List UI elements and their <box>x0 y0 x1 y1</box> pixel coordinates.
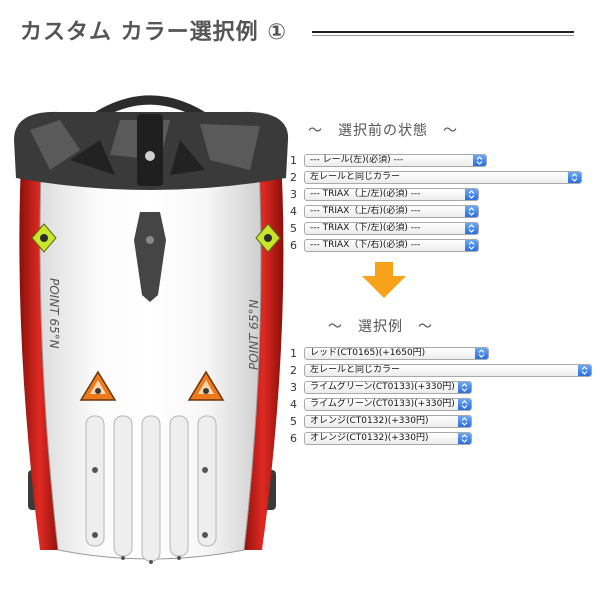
example-select-4[interactable]: ライムグリーン(CT0133)(+330円) <box>304 397 472 411</box>
before-row-1: 1 --- レール(左)(必須) --- <box>290 153 487 167</box>
select-arrow-icon <box>458 381 471 393</box>
before-select-3[interactable]: --- TRIAX（上/左)(必須) --- <box>304 187 479 201</box>
lid-strap <box>137 114 163 186</box>
row-number: 4 <box>290 204 297 218</box>
select-value: 左レールと同じカラー <box>310 364 401 375</box>
select-arrow-icon <box>578 364 591 376</box>
select-value: ライムグリーン(CT0133)(+330円) <box>310 398 455 409</box>
select-arrow-icon <box>475 347 488 359</box>
select-arrow-icon <box>568 171 581 183</box>
brand-left: POINT 65°N <box>47 278 61 349</box>
before-select-6[interactable]: --- TRIAX（下/右)(必須) --- <box>304 238 479 252</box>
select-value: --- TRIAX（下/左)(必須) --- <box>310 222 421 233</box>
row-number: 1 <box>290 346 297 360</box>
row-number: 1 <box>290 153 297 167</box>
example-row-6: 6 オレンジ(CT0132)(+330円) <box>290 431 472 445</box>
select-arrow-icon <box>458 398 471 410</box>
example-select-1[interactable]: レッド(CT0165)(+1650円) <box>304 346 489 360</box>
example-row-3: 3 ライムグリーン(CT0133)(+330円) <box>290 380 472 394</box>
before-row-2: 2 左レールと同じカラー <box>290 170 582 184</box>
logo-plate <box>134 212 166 302</box>
example-row-1: 1 レッド(CT0165)(+1650円) <box>290 346 489 360</box>
row-number: 4 <box>290 397 297 411</box>
select-value: オレンジ(CT0132)(+330円) <box>310 415 429 426</box>
before-heading: ～ 選択前の状態 ～ <box>308 123 458 139</box>
example-select-6[interactable]: オレンジ(CT0132)(+330円) <box>304 431 472 445</box>
select-value: オレンジ(CT0132)(+330円) <box>310 432 429 443</box>
triax-bottom-right <box>187 370 225 401</box>
select-arrow-icon <box>458 432 471 444</box>
select-value: 左レールと同じカラー <box>310 171 401 182</box>
backpack-illustration: POINT 65°N POINT 65°N <box>14 95 289 564</box>
before-row-5: 5 --- TRIAX（下/左)(必須) --- <box>290 221 479 235</box>
arrow-down-icon <box>362 262 406 298</box>
select-value: --- TRIAX（下/右)(必須) --- <box>310 239 421 250</box>
row-number: 2 <box>290 363 297 377</box>
select-value: ライムグリーン(CT0133)(+330円) <box>310 381 455 392</box>
triax-top-right <box>255 223 281 253</box>
row-number: 2 <box>290 170 297 184</box>
shell-ribs <box>85 415 217 562</box>
example-select-2[interactable]: 左レールと同じカラー <box>304 363 592 377</box>
page-title: カスタム カラー選択例 ① <box>20 20 287 45</box>
example-heading: ～ 選択例 ～ <box>328 319 433 335</box>
example-select-5[interactable]: オレンジ(CT0132)(+330円) <box>304 414 472 428</box>
row-number: 6 <box>290 431 297 445</box>
row-number: 3 <box>290 187 297 201</box>
row-number: 5 <box>290 414 297 428</box>
select-arrow-icon <box>465 239 478 251</box>
select-arrow-icon <box>473 154 486 166</box>
select-value: レッド(CT0165)(+1650円) <box>310 347 426 358</box>
before-select-1[interactable]: --- レール(左)(必須) --- <box>304 153 487 167</box>
select-arrow-icon <box>458 415 471 427</box>
row-number: 3 <box>290 380 297 394</box>
row-number: 6 <box>290 238 297 252</box>
triax-top-left <box>31 223 57 253</box>
select-arrow-icon <box>465 205 478 217</box>
before-row-6: 6 --- TRIAX（下/右)(必須) --- <box>290 238 479 252</box>
select-arrow-icon <box>465 188 478 200</box>
title-divider <box>312 31 574 36</box>
example-select-3[interactable]: ライムグリーン(CT0133)(+330円) <box>304 380 472 394</box>
triax-bottom-left <box>79 370 117 401</box>
before-select-2[interactable]: 左レールと同じカラー <box>304 170 582 184</box>
bolts <box>92 467 208 564</box>
row-number: 5 <box>290 221 297 235</box>
before-select-4[interactable]: --- TRIAX（上/右)(必須) --- <box>304 204 479 218</box>
example-row-2: 2 左レールと同じカラー <box>290 363 592 377</box>
example-row-4: 4 ライムグリーン(CT0133)(+330円) <box>290 397 472 411</box>
before-row-3: 3 --- TRIAX（上/左)(必須) --- <box>290 187 479 201</box>
select-arrow-icon <box>465 222 478 234</box>
before-row-4: 4 --- TRIAX（上/右)(必須) --- <box>290 204 479 218</box>
example-row-5: 5 オレンジ(CT0132)(+330円) <box>290 414 472 428</box>
select-value: --- TRIAX（上/右)(必須) --- <box>310 205 421 216</box>
select-value: --- TRIAX（上/左)(必須) --- <box>310 188 421 199</box>
before-select-5[interactable]: --- TRIAX（下/左)(必須) --- <box>304 221 479 235</box>
select-value: --- レール(左)(必須) --- <box>310 154 404 165</box>
brand-right: POINT 65°N <box>247 299 261 370</box>
